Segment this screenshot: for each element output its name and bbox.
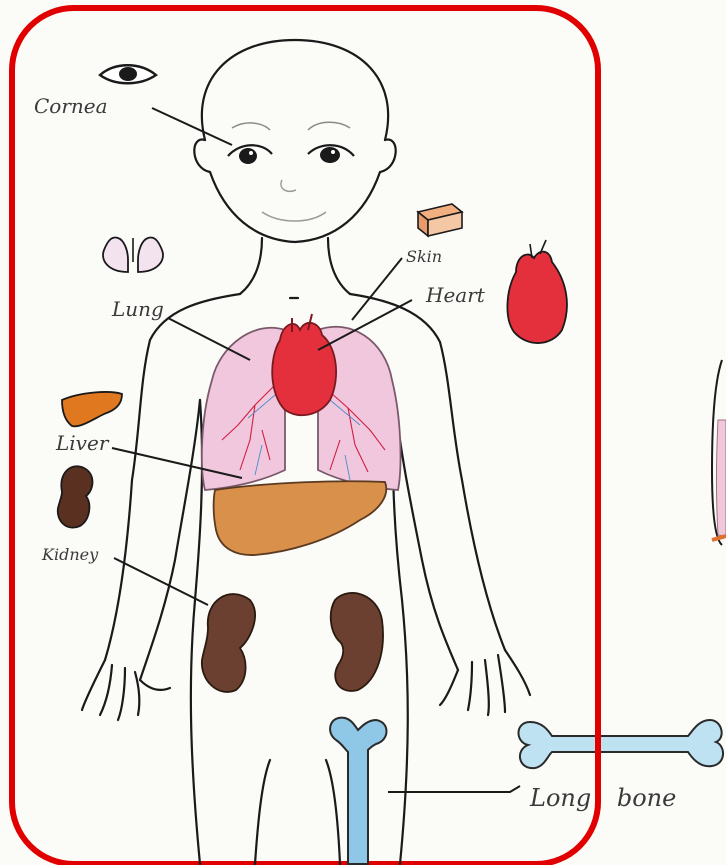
label-long-bone: Long bone — [529, 784, 676, 812]
eye-right — [308, 145, 354, 163]
label-kidney: Kidney — [41, 545, 99, 564]
label-heart: Heart — [425, 283, 486, 307]
eye-icon — [100, 65, 156, 83]
heart-icon — [507, 240, 567, 343]
liver-icon — [62, 392, 122, 426]
second-figure-partial — [712, 360, 726, 545]
skin-icon — [418, 204, 462, 236]
label-skin: Skin — [406, 247, 442, 266]
long-bone-horizontal — [518, 720, 723, 768]
body-outline — [82, 40, 530, 864]
kidney-icon — [58, 466, 93, 527]
eye-left — [228, 145, 272, 164]
lung-icon — [103, 238, 163, 273]
label-cornea: Cornea — [34, 94, 108, 118]
label-lung: Lung — [111, 297, 164, 321]
liver-in-body — [214, 481, 387, 555]
kidneys-in-body — [202, 593, 383, 692]
face — [228, 122, 354, 221]
label-liver: Liver — [55, 431, 110, 455]
